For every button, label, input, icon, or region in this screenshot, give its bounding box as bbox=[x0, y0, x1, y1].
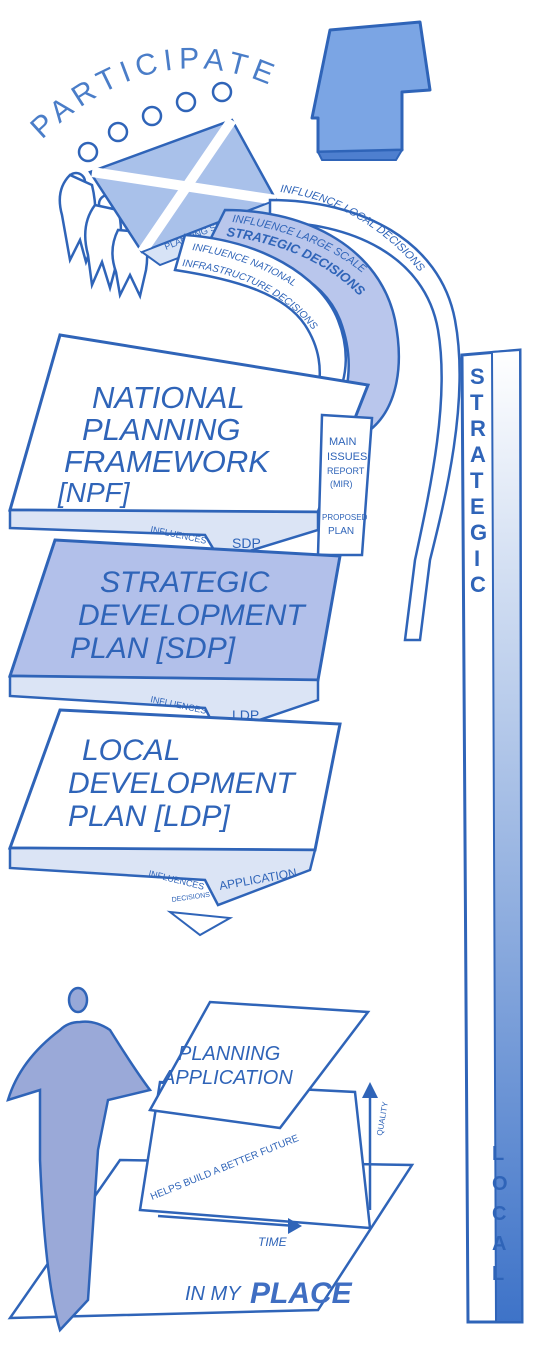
application-line2: APPLICATION bbox=[161, 1067, 293, 1089]
scale-strategic-letters: S T R A T E G I C bbox=[470, 364, 487, 597]
proposed-line2: PLAN bbox=[328, 526, 354, 537]
svg-text:T: T bbox=[470, 468, 484, 493]
quality-label: QUALITY bbox=[375, 1100, 390, 1136]
svg-text:T: T bbox=[470, 390, 484, 415]
ldp-edge-decisions: DECISIONS bbox=[171, 892, 210, 904]
npf-layer: NATIONAL PLANNING FRAMEWORK [NPF] INFLUE… bbox=[8, 333, 371, 562]
npf-edge-sdp: SDP bbox=[232, 535, 261, 551]
npf-title-line3: FRAMEWORK bbox=[64, 444, 270, 479]
mir-line4: (MIR) bbox=[330, 479, 353, 489]
strategic-local-scale: S T R A T E G I C L O C A L bbox=[460, 348, 524, 1324]
ldp-title-line2: DEVELOPMENT bbox=[68, 767, 297, 800]
npf-title-line4: [NPF] bbox=[57, 477, 131, 508]
npf-title-line2: PLANNING bbox=[82, 412, 240, 447]
svg-text:L: L bbox=[492, 1143, 504, 1165]
person-icon bbox=[6, 986, 153, 1333]
svg-text:C: C bbox=[470, 572, 486, 597]
sdp-title-line2: DEVELOPMENT bbox=[78, 599, 307, 632]
npf-title-line1: NATIONAL bbox=[92, 380, 245, 415]
time-label: TIME bbox=[258, 1235, 288, 1249]
proposed-line1: PROPOSED bbox=[322, 513, 368, 522]
application-group: PLANNING APPLICATION QUALITY TIME HELPS … bbox=[6, 986, 415, 1333]
mir-line3: REPORT bbox=[327, 466, 365, 476]
svg-text:E: E bbox=[470, 494, 485, 519]
sdp-layer: STRATEGIC DEVELOPMENT PLAN [SDP] INFLUEN… bbox=[7, 538, 342, 736]
ldp-title-line1: LOCAL bbox=[82, 734, 180, 767]
mir-panel: MAIN ISSUES REPORT (MIR) PROPOSED PLAN bbox=[316, 413, 374, 557]
ldp-title-line3: PLAN [LDP] bbox=[68, 800, 230, 833]
arrow-down-left-icon bbox=[310, 20, 432, 154]
scale-local-letters: L O C A L bbox=[492, 1143, 508, 1285]
place-prefix: IN MY bbox=[185, 1283, 242, 1305]
svg-text:R: R bbox=[470, 416, 486, 441]
svg-text:L: L bbox=[492, 1263, 504, 1285]
svg-text:G: G bbox=[470, 520, 487, 545]
mir-line1: MAIN bbox=[329, 436, 357, 448]
svg-text:I: I bbox=[474, 546, 480, 571]
application-line1: PLANNING bbox=[178, 1043, 280, 1065]
svg-text:A: A bbox=[492, 1233, 506, 1255]
sdp-title-line1: STRATEGIC bbox=[100, 566, 270, 599]
svg-text:O: O bbox=[492, 1173, 508, 1195]
place-word: PLACE bbox=[250, 1277, 353, 1310]
sdp-title-line3: PLAN [SDP] bbox=[70, 632, 236, 665]
svg-text:A: A bbox=[470, 442, 486, 467]
participate-group: PARTICIPATE PLANNING SYSTEM bbox=[24, 20, 432, 300]
svg-text:C: C bbox=[492, 1203, 506, 1225]
svg-text:S: S bbox=[470, 364, 485, 389]
ldp-layer: LOCAL DEVELOPMENT PLAN [LDP] INFLUENCES … bbox=[7, 708, 342, 937]
participate-title: PARTICIPATE bbox=[24, 42, 284, 145]
mir-line2: ISSUES bbox=[327, 451, 367, 463]
